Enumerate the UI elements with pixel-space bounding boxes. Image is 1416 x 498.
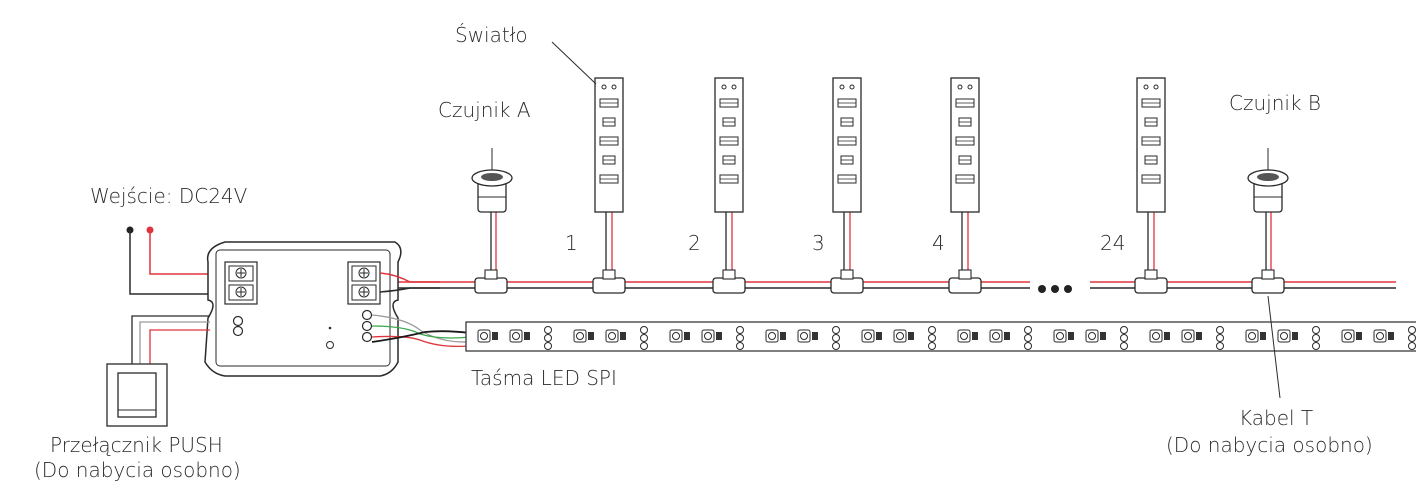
led-chip (797, 329, 818, 343)
led-chip (573, 329, 594, 343)
led-chip (1181, 329, 1202, 343)
spi-wires (371, 314, 471, 348)
light-bar (832, 77, 862, 270)
t-cable-note: (Do nabycia osobno) (1166, 433, 1373, 457)
led-chip (928, 326, 936, 350)
led-chip (1373, 329, 1394, 343)
led-chip (1024, 326, 1032, 350)
led-strip (465, 321, 1416, 352)
led-chip (1245, 329, 1266, 343)
led-chip (1216, 326, 1224, 350)
led-chip (1085, 329, 1106, 343)
ellipsis-dots (1038, 285, 1072, 293)
input-label: Wejście: DC24V (90, 184, 248, 208)
led-chip (957, 329, 978, 343)
light-bar (714, 77, 744, 270)
led-chip (544, 326, 552, 350)
sensor-b-icon (1247, 148, 1289, 270)
t-connector (712, 269, 746, 294)
led-chip (1341, 329, 1362, 343)
t-cable-label: Kabel T (1239, 406, 1313, 430)
input-terminal (224, 261, 258, 337)
main-bus (385, 281, 1396, 293)
light-number: 1 (565, 231, 578, 255)
input-power (126, 226, 225, 295)
sensor-a-label: Czujnik A (438, 98, 531, 122)
t-connectors (474, 269, 1285, 294)
t-connector (1134, 269, 1168, 294)
led-chip (1312, 326, 1320, 350)
led-chip (701, 329, 722, 343)
led-chip (736, 326, 744, 350)
led-chip (893, 329, 914, 343)
light-label: Światło (455, 23, 528, 47)
led-chip (509, 329, 530, 343)
led-chip (765, 329, 786, 343)
led-chip (861, 329, 882, 343)
led-chip (989, 329, 1010, 343)
light-bar (594, 77, 624, 270)
led-chip (1053, 329, 1074, 343)
t-connector (830, 269, 864, 294)
push-switch (106, 315, 210, 427)
light-bar (1136, 77, 1166, 270)
sensor-b-label: Czujnik B (1229, 91, 1321, 115)
push-switch-note: (Do nabycia osobno) (34, 458, 241, 482)
light-number: 24 (1100, 231, 1125, 255)
led-chip (477, 329, 498, 343)
light-number: 4 (932, 231, 945, 255)
light-numbers: 1 2 3 4 24 (565, 231, 1125, 255)
lights (594, 77, 1166, 270)
light-bar (950, 77, 980, 270)
t-connector (474, 269, 508, 294)
led-chip (640, 326, 648, 350)
led-chip (1149, 329, 1170, 343)
light-number: 3 (812, 231, 825, 255)
led-chip (669, 329, 690, 343)
t-connector (948, 269, 982, 294)
t-connector (1251, 269, 1285, 294)
leader-lines (551, 41, 1281, 399)
controller-box (204, 241, 440, 377)
t-connector (592, 269, 626, 294)
led-chip (1277, 329, 1298, 343)
led-strip-label: Taśma LED SPI (471, 366, 617, 390)
light-number: 2 (688, 231, 701, 255)
led-chip (605, 329, 626, 343)
sensor-a-icon (471, 148, 513, 270)
led-chip (832, 326, 840, 350)
push-switch-label: Przełącznik PUSH (50, 433, 223, 457)
led-chip (1120, 326, 1128, 350)
output-terminal (347, 261, 381, 343)
